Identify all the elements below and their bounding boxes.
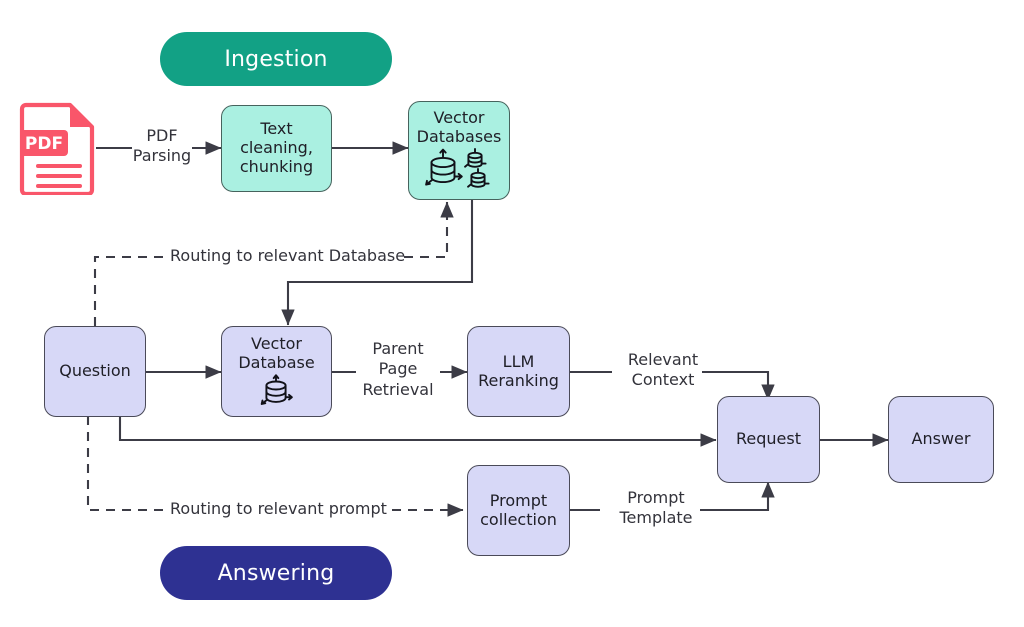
three-databases-icon bbox=[420, 148, 498, 192]
database-icon bbox=[254, 374, 300, 408]
node-answer[interactable]: Answer bbox=[888, 396, 994, 483]
phase-pill-ingestion: Ingestion bbox=[160, 32, 392, 86]
node-llm-reranking[interactable]: LLM Reranking bbox=[467, 326, 570, 417]
phase-pill-answering: Answering bbox=[160, 546, 392, 600]
edge-label-relevant-context: Relevant Context bbox=[627, 350, 699, 390]
edge-vectordatabases-to-vectordatabase bbox=[281, 200, 474, 326]
edge-prompttemplate-to-request bbox=[700, 481, 775, 512]
node-question[interactable]: Question bbox=[44, 326, 146, 417]
node-vector-database[interactable]: Vector Database bbox=[221, 326, 332, 417]
node-label-request: Request bbox=[736, 429, 801, 449]
phase-label-ingestion: Ingestion bbox=[224, 46, 328, 72]
node-prompt-collection[interactable]: Prompt collection bbox=[467, 465, 570, 556]
node-label-vector-databases: Vector Databases bbox=[416, 107, 502, 146]
edge-label-routing-database: Routing to relevant Database bbox=[170, 246, 406, 265]
node-vector-databases[interactable]: Vector Databases bbox=[408, 101, 510, 200]
node-request[interactable]: Request bbox=[717, 396, 820, 483]
pdf-document-icon: PDF bbox=[19, 102, 95, 195]
node-label-llm-reranking: LLM Reranking bbox=[478, 351, 559, 390]
edge-routing-prompt-left bbox=[86, 416, 168, 512]
node-label-vector-database: Vector Database bbox=[238, 333, 315, 372]
pdf-badge-text: PDF bbox=[25, 134, 63, 154]
edge-routing-database-right bbox=[404, 201, 454, 259]
edge-relevantcontext-to-request bbox=[702, 370, 775, 401]
node-label-question: Question bbox=[59, 361, 131, 381]
edge-label-prompt-template: Prompt Template bbox=[619, 488, 693, 528]
edge-label-parent-page-retrieval: Parent Page Retrieval bbox=[362, 339, 434, 399]
edge-question-to-request bbox=[118, 416, 717, 447]
node-text-cleaning[interactable]: Text cleaning, chunking bbox=[221, 105, 332, 192]
edge-routing-database-left bbox=[93, 255, 168, 326]
phase-label-answering: Answering bbox=[217, 560, 335, 586]
edge-label-routing-prompt: Routing to relevant prompt bbox=[170, 499, 387, 518]
node-label-text-cleaning: Text cleaning, chunking bbox=[239, 119, 314, 176]
node-label-answer: Answer bbox=[911, 429, 971, 449]
node-label-prompt-collection: Prompt collection bbox=[480, 490, 557, 529]
edge-label-pdf-parsing: PDF Parsing bbox=[132, 126, 192, 166]
